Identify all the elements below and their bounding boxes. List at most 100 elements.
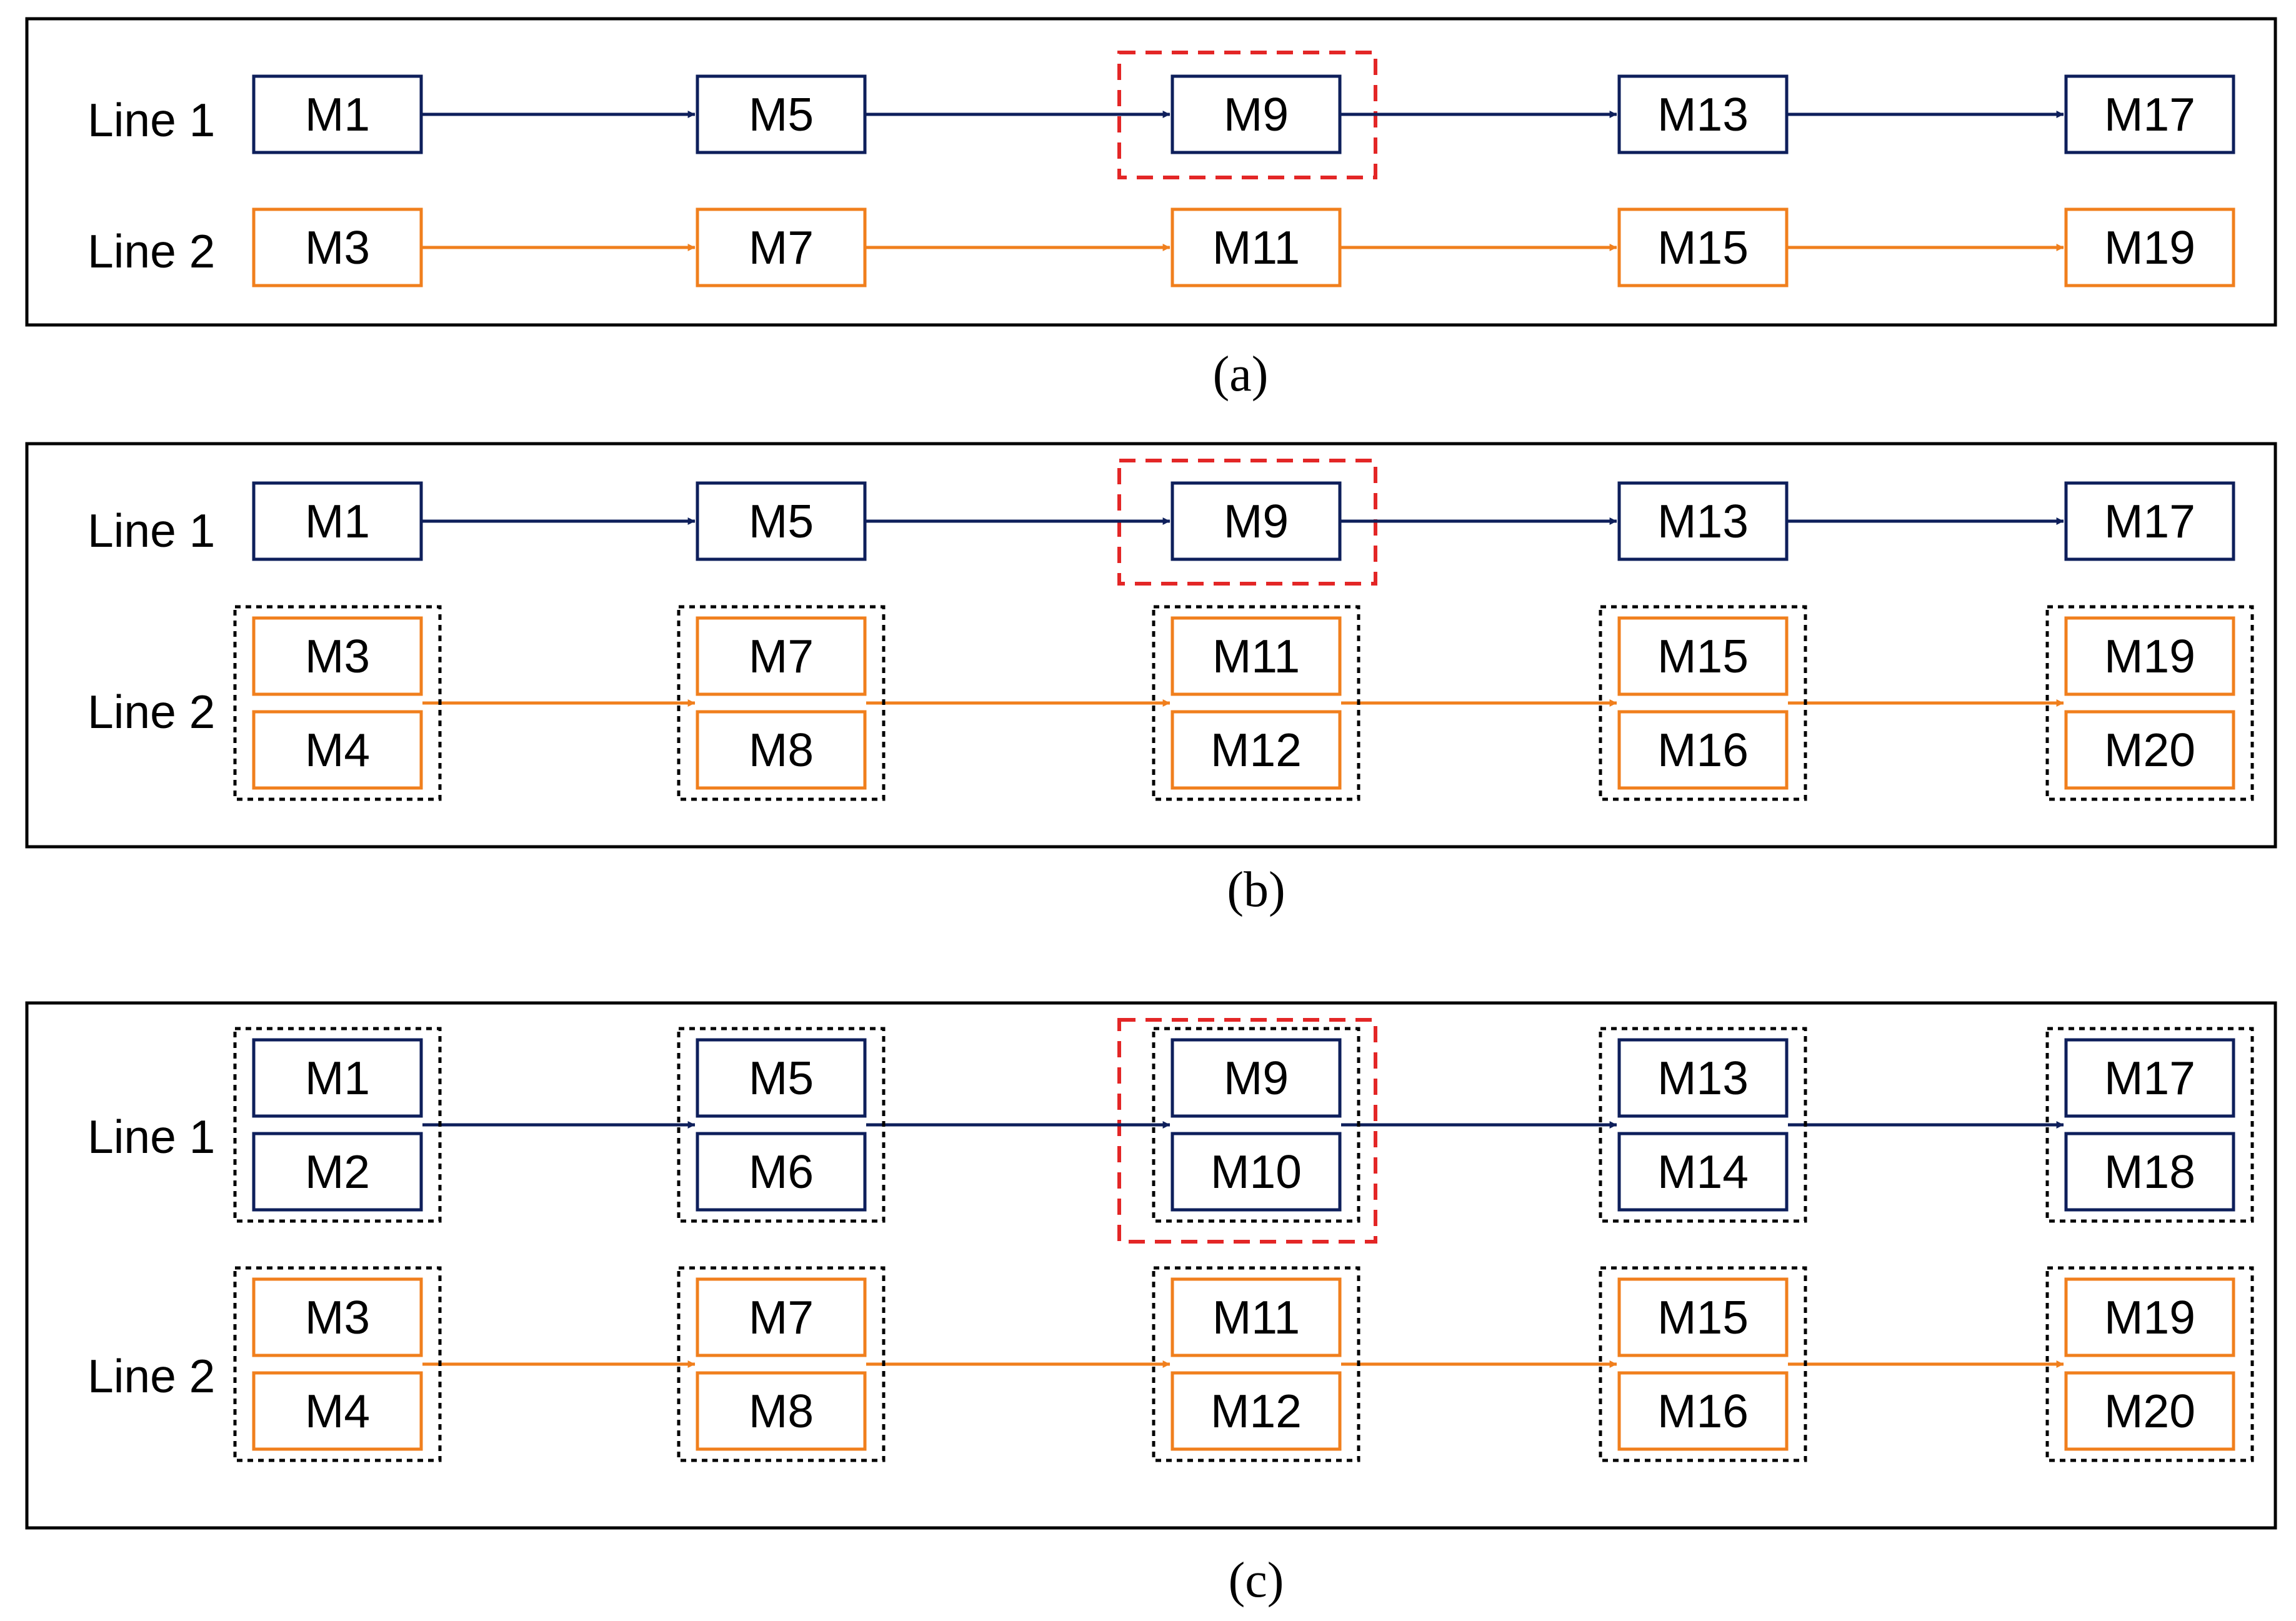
- machine-box-m13: M13: [1617, 74, 1789, 154]
- machine-box-outline: [1617, 1371, 1789, 1451]
- machine-label: M3: [305, 630, 370, 682]
- panel-c-line1-station-group: [2045, 1027, 2254, 1223]
- machine-label: M20: [2104, 1385, 2195, 1437]
- machine-box-m7: M7: [696, 1277, 867, 1357]
- machine-box-outline: [2064, 1038, 2235, 1118]
- machine-label: M4: [305, 1385, 370, 1437]
- machine-box-outline: [1170, 710, 1342, 790]
- panel-b-line2-label: Line 2: [87, 686, 215, 738]
- machine-box-outline: [2064, 207, 2235, 287]
- panel-c-line1-station-group: [677, 1027, 886, 1223]
- machine-label: M11: [1212, 221, 1300, 274]
- machine-box-m12: M12: [1170, 1371, 1342, 1451]
- machine-box-m11: M11: [1170, 616, 1342, 696]
- machine-box-outline: [1170, 1371, 1342, 1451]
- machine-label: M16: [1657, 724, 1749, 776]
- machine-box-outline: [252, 481, 423, 561]
- machine-label: M15: [1657, 1291, 1749, 1344]
- machine-label: M13: [1657, 1052, 1749, 1104]
- machine-label: M11: [1212, 630, 1300, 682]
- panel-c-highlight-box: [1117, 1018, 1377, 1244]
- machine-box-m15: M15: [1617, 616, 1789, 696]
- machine-box-m11: M11: [1170, 207, 1342, 287]
- machine-label: M9: [1224, 1052, 1289, 1104]
- machine-box-m17: M17: [2064, 1038, 2235, 1118]
- panel-b-line2-station-group: [677, 605, 886, 801]
- machine-box-m20: M20: [2064, 1371, 2235, 1451]
- machine-label: M8: [749, 724, 814, 776]
- machine-box-outline: [696, 710, 867, 790]
- machine-box-m4: M4: [252, 710, 423, 790]
- machine-box-m9: M9: [1170, 74, 1342, 154]
- machine-box-outline: [696, 1277, 867, 1357]
- machine-box-outline: [252, 207, 423, 287]
- machine-box-outline: [2064, 1277, 2235, 1357]
- machine-box-outline: [252, 616, 423, 696]
- machine-box-m6: M6: [696, 1132, 867, 1212]
- panel-c-line1-station-group: [233, 1027, 442, 1223]
- machine-box-m19: M19: [2064, 1277, 2235, 1357]
- machine-box-m3: M3: [252, 207, 423, 287]
- panel-b-line2-station-group: [233, 605, 442, 801]
- machine-box-outline: [1617, 481, 1789, 561]
- machine-box-outline: [696, 1038, 867, 1118]
- machine-box-outline: [696, 616, 867, 696]
- machine-label: M9: [1224, 495, 1289, 547]
- panel-c-line2-station-group: [233, 1266, 442, 1462]
- machine-box-m10: M10: [1170, 1132, 1342, 1212]
- machine-box-m3: M3: [252, 616, 423, 696]
- machine-box-outline: [2064, 1132, 2235, 1212]
- machine-box-outline: [1617, 1132, 1789, 1212]
- machine-box-outline: [252, 710, 423, 790]
- machine-box-outline: [1617, 74, 1789, 154]
- machine-box-m7: M7: [696, 207, 867, 287]
- machine-box-outline: [1170, 207, 1342, 287]
- machine-label: M15: [1657, 221, 1749, 274]
- machine-label: M8: [749, 1385, 814, 1437]
- panel-a-line2-label: Line 2: [87, 225, 215, 277]
- machine-label: M5: [749, 1052, 814, 1104]
- machine-box-m9: M9: [1170, 481, 1342, 561]
- machine-box-outline: [252, 1277, 423, 1357]
- machine-box-m1: M1: [252, 481, 423, 561]
- machine-label: M7: [749, 630, 814, 682]
- machine-box-outline: [252, 1038, 423, 1118]
- machine-label: M6: [749, 1145, 814, 1198]
- machine-box-outline: [1617, 1277, 1789, 1357]
- machine-box-m12: M12: [1170, 710, 1342, 790]
- panel-c-line2-station-group: [677, 1266, 886, 1462]
- machine-label: M12: [1210, 724, 1302, 776]
- machine-box-outline: [1170, 1038, 1342, 1118]
- machine-box-m8: M8: [696, 1371, 867, 1451]
- machine-box-m20: M20: [2064, 710, 2235, 790]
- machine-box-m17: M17: [2064, 481, 2235, 561]
- machine-box-m14: M14: [1617, 1132, 1789, 1212]
- machine-box-m19: M19: [2064, 207, 2235, 287]
- machine-label: M12: [1210, 1385, 1302, 1437]
- machine-box-outline: [2064, 710, 2235, 790]
- panel-b-line1-label: Line 1: [87, 504, 215, 557]
- machine-label: M17: [2104, 1052, 2195, 1104]
- machine-box-m8: M8: [696, 710, 867, 790]
- machine-box-m7: M7: [696, 616, 867, 696]
- machine-box-outline: [1170, 481, 1342, 561]
- panel-b-line2-station-group: [2045, 605, 2254, 801]
- machine-box-m3: M3: [252, 1277, 423, 1357]
- machine-label: M7: [749, 221, 814, 274]
- machine-box-m16: M16: [1617, 710, 1789, 790]
- machine-box-m1: M1: [252, 74, 423, 154]
- machine-box-outline: [252, 1371, 423, 1451]
- machine-box-outline: [252, 74, 423, 154]
- machine-box-outline: [696, 481, 867, 561]
- panel-b-caption: (b): [1227, 862, 1285, 917]
- machine-box-outline: [696, 1371, 867, 1451]
- machine-label: M3: [305, 1291, 370, 1344]
- machine-label: M1: [305, 1052, 370, 1104]
- machine-box-outline: [696, 74, 867, 154]
- machine-box-outline: [696, 1132, 867, 1212]
- machine-box-m9: M9: [1170, 1038, 1342, 1118]
